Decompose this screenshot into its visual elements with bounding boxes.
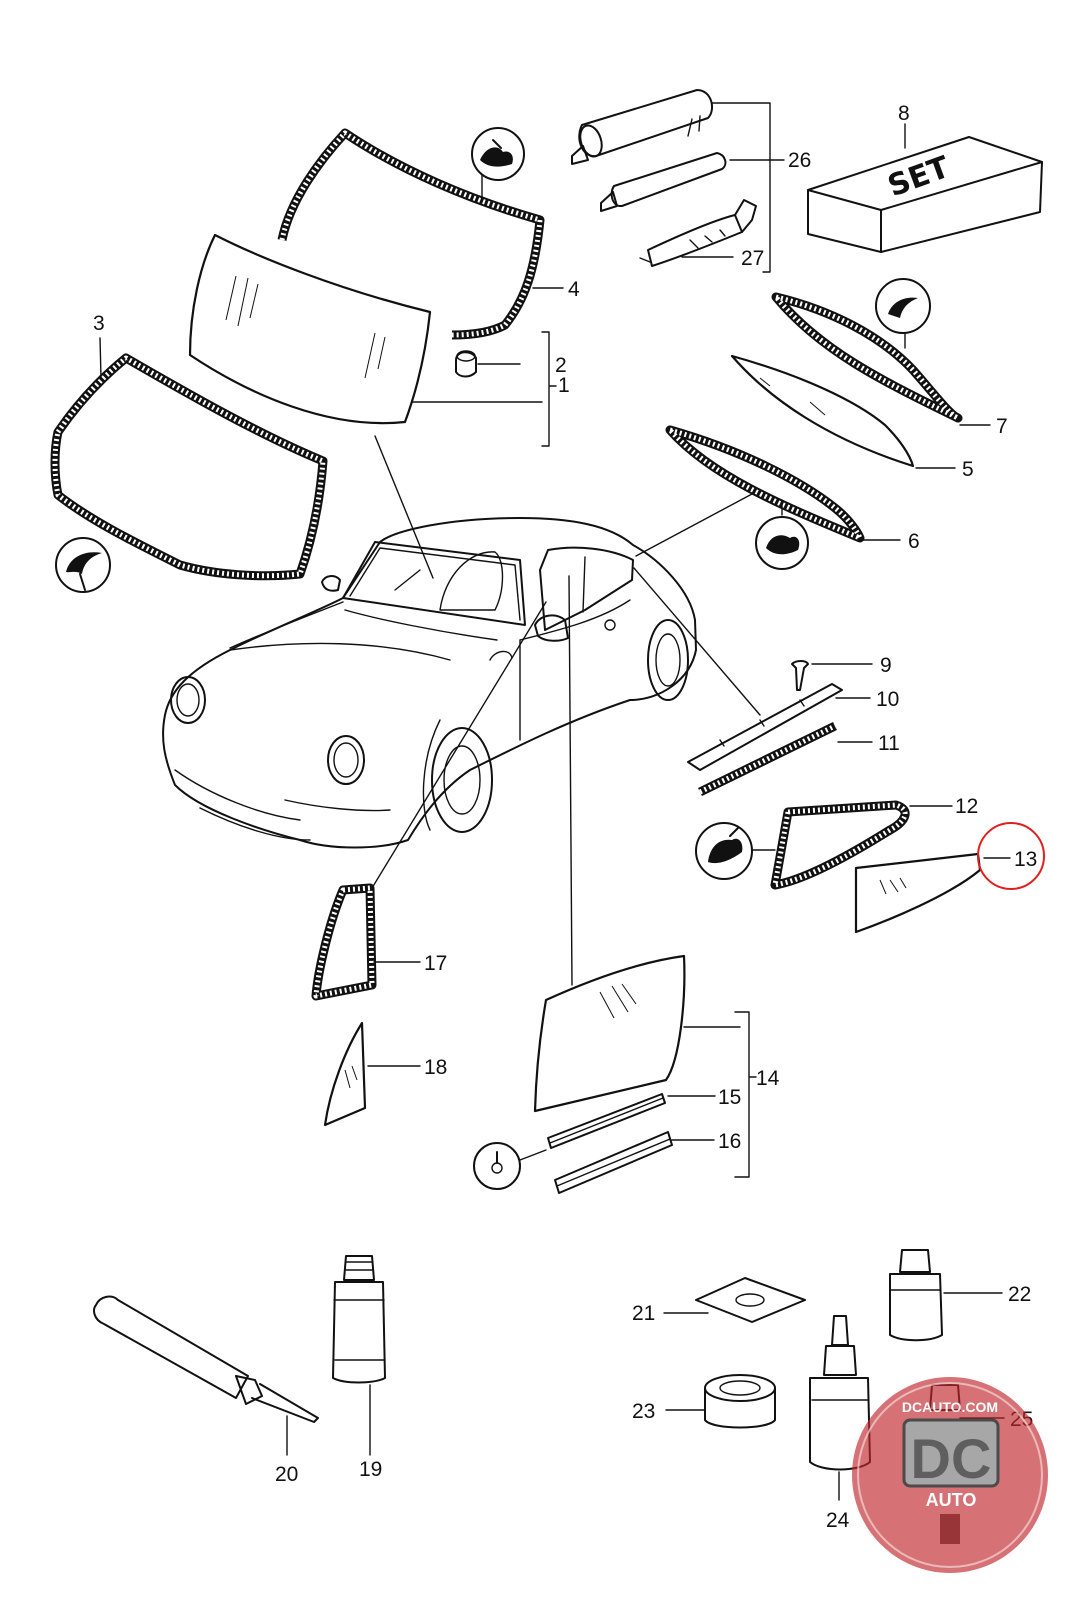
label-4: 4 xyxy=(568,278,580,301)
label-group: 2 1 3 4 5 6 7 8 9 10 11 12 13 14 15 16 1… xyxy=(93,102,1037,1532)
label-27: 27 xyxy=(741,247,764,270)
screw xyxy=(791,660,809,691)
label-6: 6 xyxy=(908,530,920,553)
label-21: 21 xyxy=(632,1302,655,1325)
car-body xyxy=(162,517,697,849)
adhesive-icon-vent xyxy=(695,822,753,880)
quarter-window-seal-lower xyxy=(665,425,865,543)
label-19: 19 xyxy=(359,1458,382,1481)
label-10: 10 xyxy=(876,688,899,711)
clip-part xyxy=(455,350,477,378)
nozzle-tube xyxy=(639,199,757,267)
vent-window-seal xyxy=(770,800,910,890)
label-11: 11 xyxy=(878,732,900,755)
label-13: 13 xyxy=(1014,848,1037,871)
adhesive-tube xyxy=(600,152,727,212)
door-glass xyxy=(533,954,686,1113)
label-2: 2 xyxy=(555,354,567,377)
label-15: 15 xyxy=(718,1086,741,1109)
label-20: 20 xyxy=(275,1463,298,1486)
adhesive-icon-rear xyxy=(55,537,111,593)
triangle-window-glass xyxy=(323,1021,367,1127)
primer-bottle xyxy=(332,1255,386,1384)
watermark-logo: DCAUTO.COM DC AUTO xyxy=(852,1377,1048,1573)
door-channel xyxy=(547,1093,666,1149)
highlight-circle xyxy=(977,822,1045,890)
windshield-glass xyxy=(188,233,432,425)
windshield-seal xyxy=(277,128,545,340)
door-seal-strip xyxy=(554,1131,673,1194)
adhesive-pad xyxy=(695,1277,806,1323)
label-24: 24 xyxy=(826,1509,850,1532)
adhesive-icon-lower xyxy=(755,516,809,570)
activator-bottle xyxy=(889,1249,943,1342)
label-23: 23 xyxy=(632,1400,655,1423)
label-22: 22 xyxy=(1008,1283,1031,1306)
label-18: 18 xyxy=(424,1056,447,1079)
tool-icon xyxy=(473,1142,521,1190)
rear-window-seal xyxy=(50,353,328,581)
label-1: 1 xyxy=(558,374,570,397)
watermark-main: DC xyxy=(911,1427,992,1490)
label-3: 3 xyxy=(93,312,105,335)
set-box: SET xyxy=(807,136,1043,253)
label-12: 12 xyxy=(955,795,978,818)
label-17: 17 xyxy=(424,952,447,975)
label-5: 5 xyxy=(962,458,974,481)
adhesive-icon-quarter xyxy=(875,278,931,334)
triangle-window-seal xyxy=(311,883,377,1001)
tape-roll xyxy=(704,1374,776,1429)
quarter-window-seal-upper xyxy=(771,292,963,423)
label-26: 26 xyxy=(788,149,811,172)
label-9: 9 xyxy=(880,654,892,677)
watermark-site: DCAUTO.COM xyxy=(902,1399,998,1415)
weatherstrip xyxy=(698,721,837,797)
set-box-text: SET xyxy=(883,150,954,204)
caulking-tube xyxy=(93,1295,319,1423)
label-8: 8 xyxy=(898,102,910,125)
trim-strip xyxy=(687,683,843,771)
label-16: 16 xyxy=(718,1130,741,1153)
vent-window-glass xyxy=(854,852,982,934)
quarter-window-glass xyxy=(730,354,915,468)
adhesive-cartridge xyxy=(571,89,713,165)
label-14: 14 xyxy=(756,1067,780,1090)
watermark-sub: AUTO xyxy=(926,1490,977,1510)
label-7: 7 xyxy=(996,415,1008,438)
adhesive-icon-windshield xyxy=(471,127,525,181)
